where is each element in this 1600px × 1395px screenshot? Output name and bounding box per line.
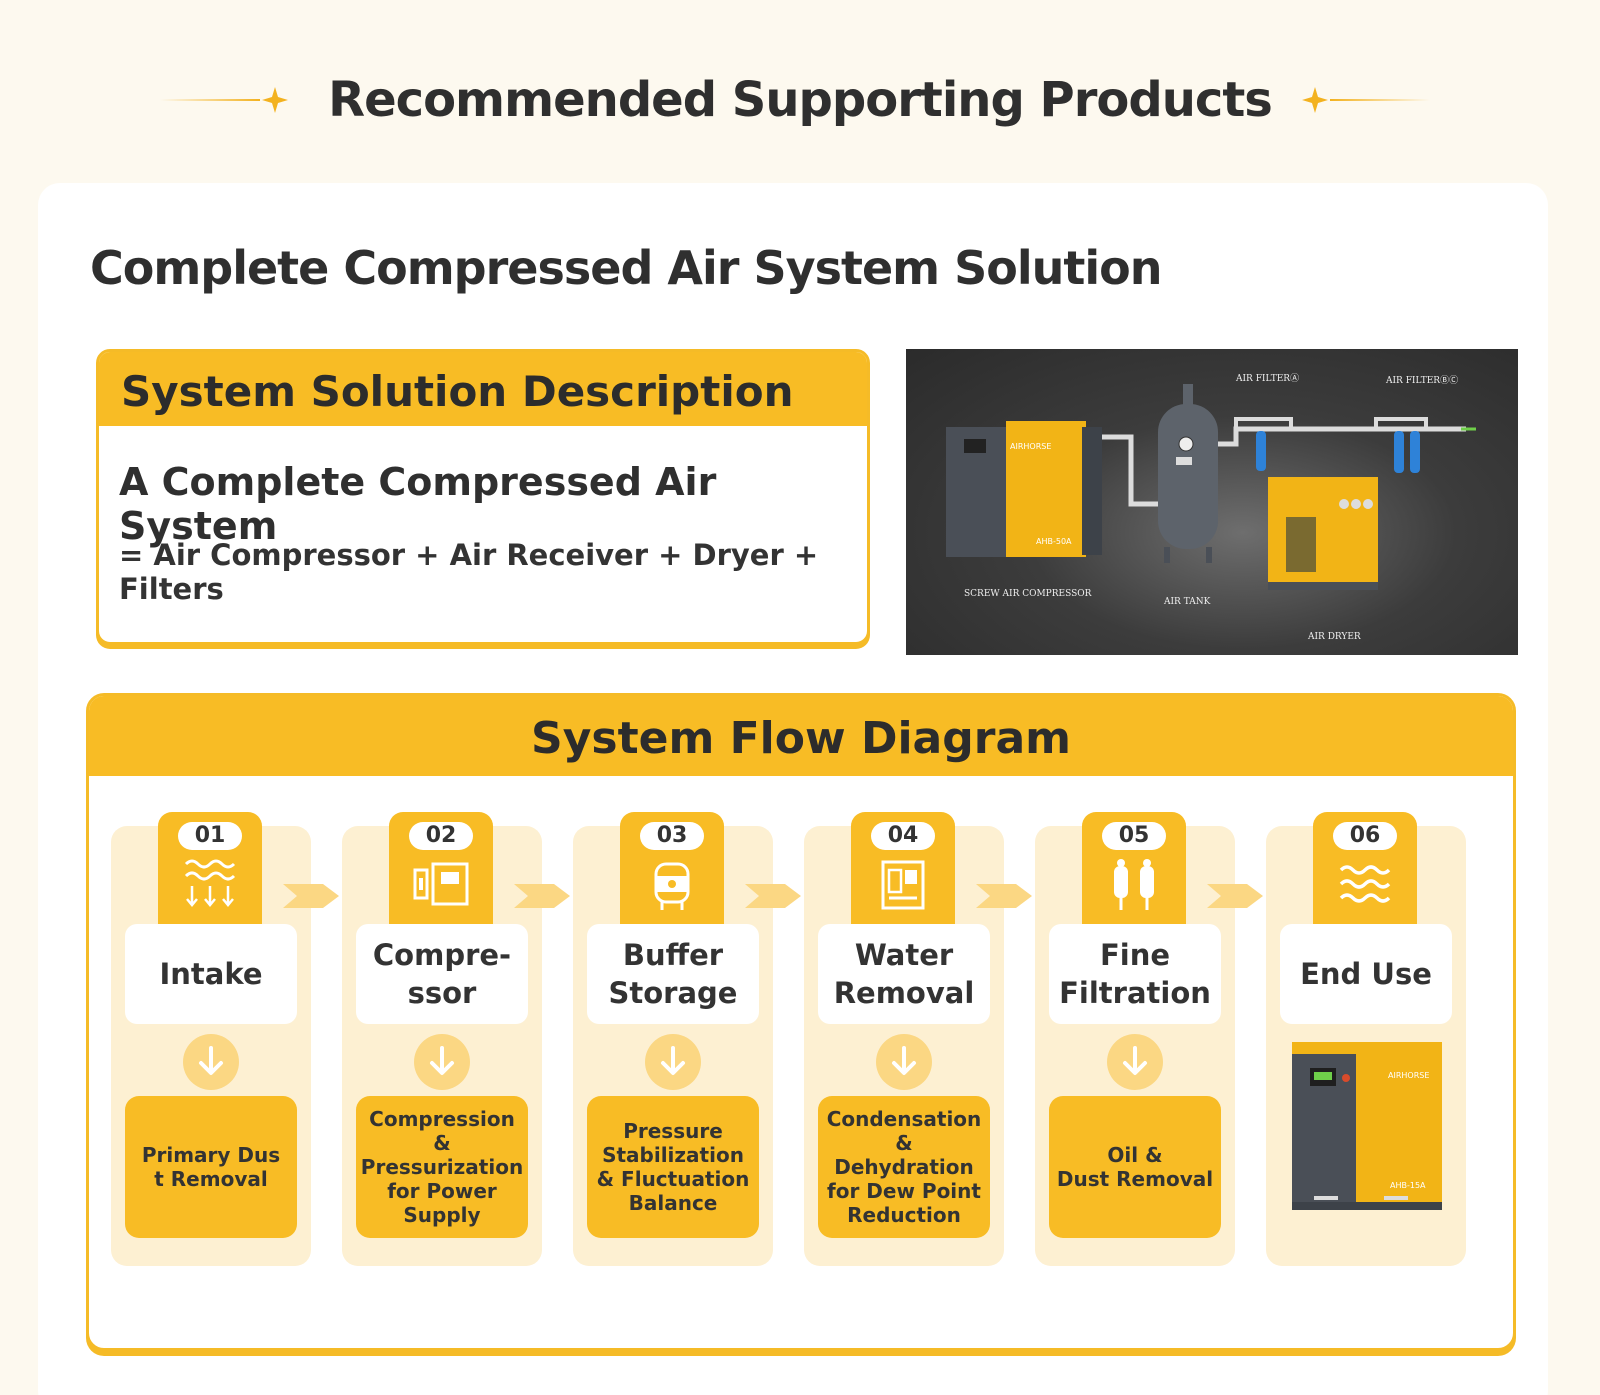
chevron-right-icon: [514, 884, 570, 908]
page-header: Recommended Supporting Products: [0, 60, 1600, 140]
step-badge: 05: [1082, 812, 1186, 924]
flow-step: 03 Buffer Storage Pressure Stabilization…: [573, 812, 773, 1266]
step-number: 04: [871, 822, 935, 850]
down-arrow-icon: [414, 1034, 470, 1090]
content-card: Complete Compressed Air System Solution …: [38, 183, 1548, 1395]
step-label: Fine Filtration: [1049, 924, 1221, 1024]
description-heading: System Solution Description: [99, 352, 867, 426]
tank-icon: [654, 862, 690, 910]
flow-step: 01 Intake Primary Dus t Removal: [111, 812, 311, 1266]
step-badge: 01: [158, 812, 262, 924]
label-air-tank: AIR TANK: [1163, 597, 1211, 607]
step-description: Primary Dus t Removal: [125, 1096, 297, 1238]
air-intake-icon: [184, 859, 236, 907]
chevron-right-icon: [745, 884, 801, 908]
step-description: Pressure Stabilization & Fluctuation Bal…: [587, 1096, 759, 1238]
label-air-filter-bc: AIR FILTERⒷⒸ: [1385, 375, 1458, 386]
step-description: Condensation & Dehydration for Dew Point…: [818, 1096, 990, 1238]
end-use-compressor-image: AIRHORSE AHB-15A: [1292, 1042, 1442, 1210]
step-label: Compre- ssor: [356, 924, 528, 1024]
description-box: System Solution Description A Complete C…: [96, 349, 870, 645]
chevron-right-icon: [1207, 884, 1263, 908]
system-photo: AIRHORSE AHB-50A AIR FILTERⒶ AIR FILTERⒷ…: [906, 349, 1518, 655]
sparkle-icon: [262, 87, 289, 113]
step-number: 06: [1333, 822, 1397, 850]
step-label: Intake: [125, 924, 297, 1024]
step-number: 02: [409, 822, 473, 850]
dryer-icon: [881, 860, 925, 910]
step-number: 03: [640, 822, 704, 850]
compressor-model: AHB-50A: [1036, 537, 1072, 546]
label-air-dryer: AIR DRYER: [1307, 632, 1361, 642]
machine-model: AHB-15A: [1390, 1181, 1426, 1190]
down-arrow-icon: [645, 1034, 701, 1090]
down-arrow-icon: [183, 1034, 239, 1090]
description-formula: = Air Compressor + Air Receiver + Dryer …: [119, 538, 819, 606]
chevron-right-icon: [976, 884, 1032, 908]
down-arrow-icon: [876, 1034, 932, 1090]
step-number: 05: [1102, 822, 1166, 850]
step-number: 01: [178, 822, 242, 850]
label-screw-air-compressor: SCREW AIR COMPRESSOR: [964, 589, 1092, 599]
air-flow-icon: [1339, 865, 1391, 903]
down-arrow-icon: [1107, 1034, 1163, 1090]
step-label: End Use: [1280, 924, 1452, 1024]
solution-title: Complete Compressed Air System Solution: [90, 241, 1162, 295]
label-air-filter-a: AIR FILTERⒶ: [1235, 373, 1299, 384]
flow-diagram: System Flow Diagram 01 Intake Primary Du…: [86, 693, 1516, 1351]
chevron-right-icon: [283, 884, 339, 908]
step-badge: 04: [851, 812, 955, 924]
machine-brand: AIRHORSE: [1388, 1071, 1429, 1080]
page-title: Recommended Supporting Products: [328, 72, 1273, 128]
flow-steps: 01 Intake Primary Dus t Removal 02: [111, 812, 1511, 1276]
header-decoration-right: [1300, 80, 1440, 120]
description-main: A Complete Compressed Air System: [119, 460, 717, 548]
filter-icon: [1114, 859, 1154, 910]
flow-step: 04 Water Removal Condensation & Dehydrat…: [804, 812, 1004, 1266]
step-description: Compression & Pressurization for Power S…: [356, 1096, 528, 1238]
compressor-icon: [413, 862, 469, 906]
step-badge: 06: [1313, 812, 1417, 924]
header-decoration-left: [160, 80, 300, 120]
step-label: Buffer Storage: [587, 924, 759, 1024]
step-label: Water Removal: [818, 924, 990, 1024]
flow-heading: System Flow Diagram: [89, 696, 1513, 776]
step-badge: 03: [620, 812, 724, 924]
sparkle-icon: [1301, 87, 1328, 113]
step-description: Oil & Dust Removal: [1049, 1096, 1221, 1238]
step-badge: 02: [389, 812, 493, 924]
compressed-air-system-illustration: AIRHORSE AHB-50A AIR FILTERⒶ AIR FILTERⒷ…: [946, 373, 1476, 642]
flow-step: 05 Fine Filtration Oil & Dust Removal: [1035, 812, 1235, 1266]
compressor-brand: AIRHORSE: [1010, 442, 1051, 451]
flow-step: 06 End Use AIRHORSE AHB-15A: [1266, 812, 1466, 1266]
flow-step: 02 Compre- ssor Compression & Pressuriza…: [342, 812, 542, 1266]
